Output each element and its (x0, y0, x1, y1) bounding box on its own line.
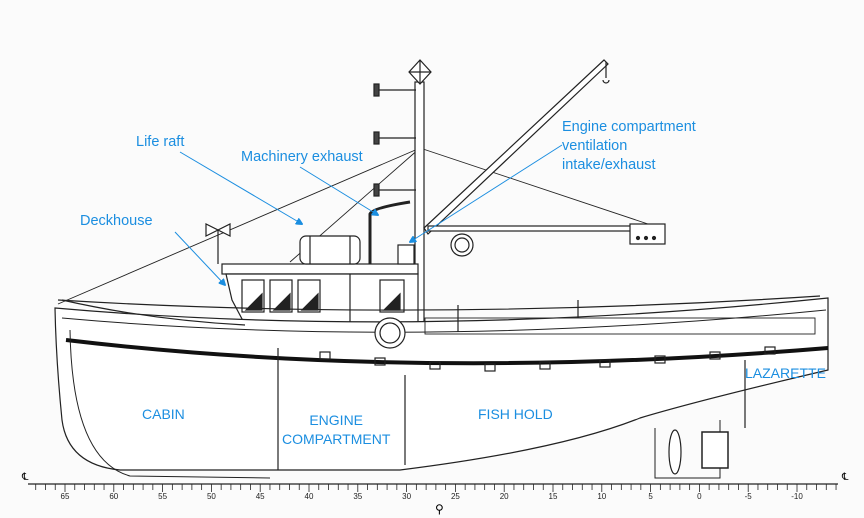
arrow-exhaust (299, 166, 378, 215)
compartment-cabin: CABIN (142, 406, 185, 422)
scale-tick-label: 65 (60, 492, 70, 501)
arrow-engine-vent (410, 144, 563, 242)
scale-tick-label: 40 (304, 492, 314, 501)
compartment-lazarette: LAZARETTE (745, 365, 826, 381)
compartment-fish-hold: FISH HOLD (478, 406, 553, 422)
scale-tick-label: 15 (548, 492, 558, 501)
scale-tick-label: 10 (597, 492, 607, 501)
midship-mark: ⚲ (435, 502, 444, 516)
scale-tick-label: 30 (402, 492, 412, 501)
scale-tick-label: 0 (697, 492, 702, 501)
scale-tick-label: 55 (158, 492, 168, 501)
scale-tick-label: -10 (791, 492, 803, 501)
hull (54, 295, 829, 479)
scale-tick-label: 5 (648, 492, 653, 501)
scale-tick-label: -5 (744, 492, 752, 501)
label-engine-vent: Engine compartment ventilation intake/ex… (562, 118, 696, 175)
scale-tick-label: 25 (450, 492, 460, 501)
label-engine-vent-line1: Engine compartment (562, 119, 696, 135)
compartment-engine: ENGINE COMPARTMENT (282, 411, 390, 449)
booms (423, 59, 666, 257)
scale-bar (28, 483, 838, 492)
centerline-mark-left: ℄ (22, 472, 29, 483)
scale-tick-label: 35 (353, 492, 363, 501)
label-machinery-exhaust: Machinery exhaust (241, 149, 363, 165)
label-deckhouse: Deckhouse (80, 213, 153, 229)
centerline-mark-right: ℄ (842, 472, 849, 483)
arrow-life-raft (179, 151, 302, 224)
scale-tick-label: 60 (109, 492, 119, 501)
label-life-raft: Life raft (136, 134, 185, 150)
arrow-deckhouse (174, 231, 225, 285)
compartment-engine-line1: ENGINE (309, 412, 364, 428)
scale-tick-label: 20 (499, 492, 509, 501)
label-engine-vent-line2: ventilation (562, 138, 628, 154)
compartment-engine-line2: COMPARTMENT (282, 431, 391, 447)
scale-tick-label: 50 (206, 492, 216, 501)
label-engine-vent-line3: intake/exhaust (562, 157, 656, 173)
scale-tick-label: 45 (255, 492, 265, 501)
